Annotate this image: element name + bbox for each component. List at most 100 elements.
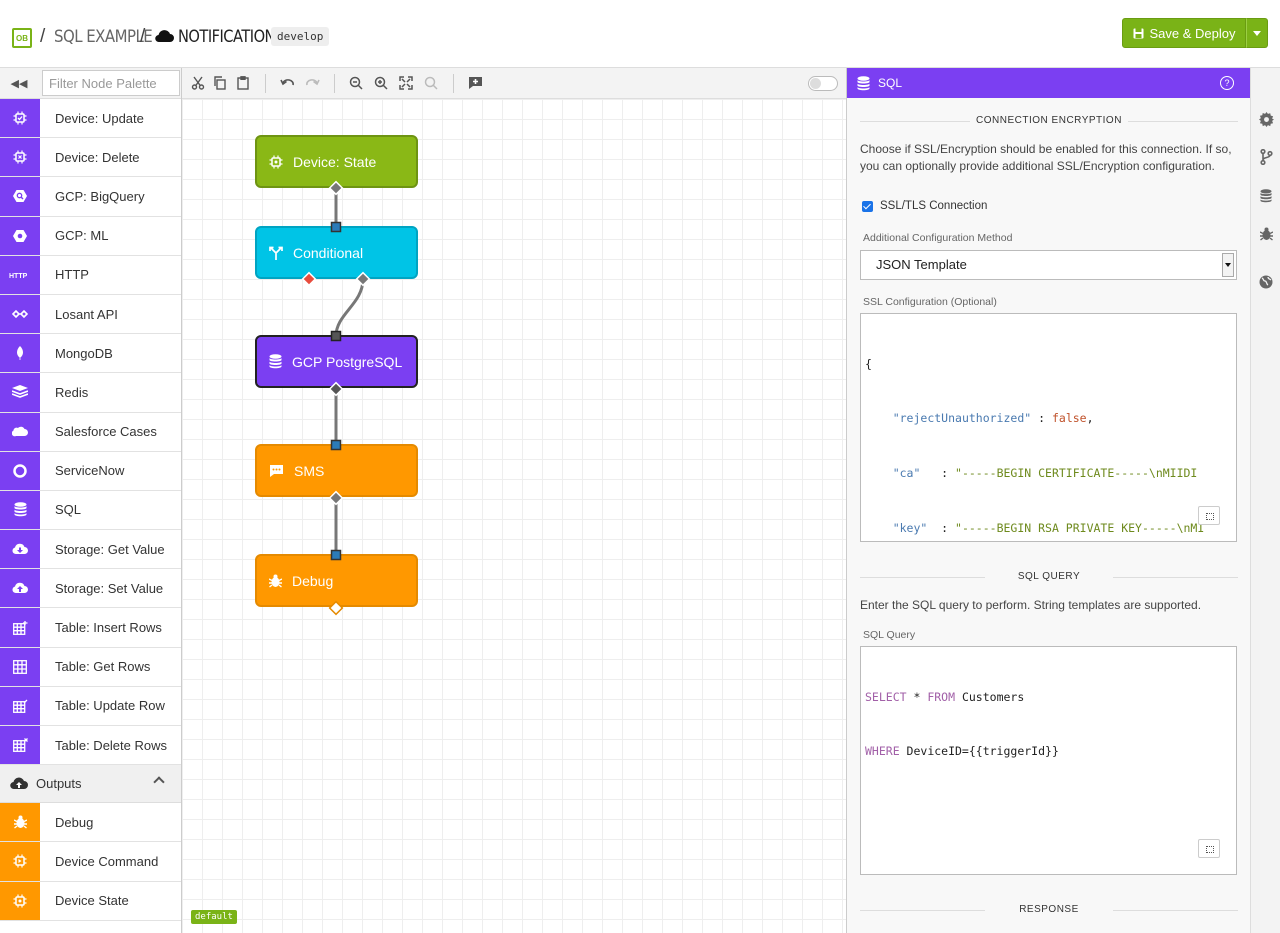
palette-item[interactable]: Salesforce Cases [0, 412, 181, 452]
palette-item[interactable]: Device Command [0, 842, 181, 882]
collapse-palette-icon[interactable]: ◀◀ [10, 78, 28, 90]
palette-item-label: Table: Update Row [55, 698, 165, 714]
outputs-header-label: Outputs [36, 776, 82, 792]
workflow-node[interactable]: SMS [255, 444, 418, 497]
undo-icon[interactable] [279, 75, 295, 91]
bug-icon[interactable] [1257, 225, 1275, 243]
palette-item[interactable]: Debug [0, 803, 181, 843]
code-line: "rejectUnauthorized" : false, [892, 411, 1094, 426]
palette-item-label: HTTP [55, 267, 89, 283]
breadcrumb-application[interactable]: SQL EXAMPLE [54, 27, 153, 47]
ssl-tls-label: SSL/TLS Connection [880, 200, 988, 212]
palette-item[interactable]: Table: Get Rows [0, 647, 181, 687]
code-line: WHERE DeviceID={{triggerId}} [865, 744, 1059, 759]
node-label: Conditional [293, 244, 364, 261]
redo-icon[interactable] [304, 75, 320, 91]
grid-toggle[interactable] [808, 76, 838, 91]
palette-item-label: GCP: BigQuery [55, 188, 145, 204]
copy-icon[interactable] [212, 75, 228, 91]
palette-item[interactable]: Device State [0, 881, 181, 921]
deploy-options-dropdown[interactable] [1246, 18, 1268, 48]
palette-item-label: Device State [55, 893, 129, 909]
help-icon[interactable]: ? [1220, 76, 1234, 90]
sql-query-editor[interactable]: SELECT * FROM Customers WHERE DeviceID={… [860, 646, 1237, 875]
palette-item-label: Device Command [55, 853, 159, 869]
fit-to-screen-icon[interactable] [398, 75, 414, 91]
cloud-upload-icon [10, 777, 28, 790]
salesforce-icon [0, 412, 40, 451]
palette-item[interactable]: Table: Insert Rows [0, 608, 181, 648]
bug-icon [0, 803, 40, 842]
device-update-icon [0, 99, 40, 138]
palette-item-label: Redis [55, 384, 89, 400]
palette-item-label: SQL [55, 502, 82, 518]
palette-item-label: GCP: ML [55, 228, 109, 244]
cloud-icon [155, 30, 174, 43]
database-icon [0, 490, 40, 530]
zoom-in-icon[interactable] [373, 75, 389, 91]
workflow-node[interactable]: Conditional [255, 226, 418, 279]
breadcrumb-separator: / [140, 26, 146, 47]
zoom-reset-icon[interactable] [423, 75, 439, 91]
node-label: Device: State [293, 153, 377, 170]
palette-item-label: Table: Delete Rows [55, 737, 167, 753]
palette-item[interactable]: Storage: Get Value [0, 530, 181, 570]
palette-item[interactable]: Table: Update Row [0, 686, 181, 726]
logo-text: OB [16, 33, 28, 43]
device-state-icon [0, 881, 40, 920]
ssl-config-editor[interactable]: { "rejectUnauthorized" : false, "ca" : "… [860, 313, 1237, 542]
message-icon [269, 464, 284, 478]
gear-icon[interactable] [1257, 110, 1275, 128]
palette-item-label: Debug [55, 814, 94, 830]
version-branch-icon[interactable] [1257, 148, 1275, 166]
palette-item[interactable]: ServiceNow [0, 451, 181, 491]
app-logo[interactable]: OB [12, 28, 32, 48]
table-insert-icon [0, 608, 40, 647]
expand-editor-icon[interactable] [1198, 506, 1220, 525]
palette-item[interactable]: Storage: Set Value [0, 569, 181, 609]
workflow-node[interactable]: Device: State [255, 135, 418, 188]
palette-item[interactable]: MongoDB [0, 334, 181, 374]
version-badge[interactable]: develop [271, 27, 330, 46]
workflow-node[interactable]: GCP PostgreSQL [255, 335, 418, 388]
palette-item[interactable]: Table: Delete Rows [0, 726, 181, 766]
table-delete-icon [0, 726, 40, 765]
node-properties-panel: SQL ? CONNECTION ENCRYPTION Choose if SS… [846, 68, 1250, 933]
database-icon [857, 75, 870, 90]
config-method-select[interactable]: JSON Template [860, 250, 1237, 280]
paste-icon[interactable] [235, 75, 251, 91]
ssl-tls-checkbox[interactable]: SSL/TLS Connection [862, 200, 987, 212]
database-icon[interactable] [1257, 187, 1275, 205]
globe-icon[interactable] [1257, 273, 1275, 291]
palette-item-label: Storage: Set Value [55, 580, 164, 596]
palette-item[interactable]: Redis [0, 373, 181, 413]
save-deploy-button[interactable]: Save & Deploy [1122, 18, 1246, 48]
palette-item-label: Salesforce Cases [55, 424, 157, 440]
bug-icon [269, 574, 282, 588]
breadcrumb-workflow[interactable]: NOTIFICATIONS [178, 27, 284, 47]
palette-item[interactable]: Device: Update [0, 99, 181, 139]
palette-item[interactable]: Losant API [0, 294, 181, 335]
gcp-ml-icon [0, 216, 40, 255]
connection-wire[interactable] [334, 278, 365, 337]
palette-item[interactable]: GCP: BigQuery [0, 177, 181, 217]
expand-editor-icon[interactable] [1198, 839, 1220, 858]
bigquery-icon [0, 177, 40, 216]
palette-item[interactable]: SQL [0, 490, 181, 531]
filter-node-palette-input[interactable] [42, 70, 180, 96]
palette-item[interactable]: Device: Delete [0, 138, 181, 178]
add-comment-icon[interactable] [467, 75, 483, 91]
palette-item[interactable]: GCP: ML [0, 216, 181, 256]
query-help-text: Enter the SQL query to perform. String t… [860, 598, 1202, 612]
workflow-node[interactable]: Debug [255, 554, 418, 607]
outputs-category-header[interactable]: Outputs [0, 765, 181, 804]
cut-icon[interactable] [190, 75, 206, 91]
zoom-out-icon[interactable] [348, 75, 364, 91]
sql-query-heading: SQL QUERY [860, 571, 1238, 582]
ssl-config-label: SSL Configuration (Optional) [863, 296, 997, 308]
code-line: { [865, 356, 872, 371]
